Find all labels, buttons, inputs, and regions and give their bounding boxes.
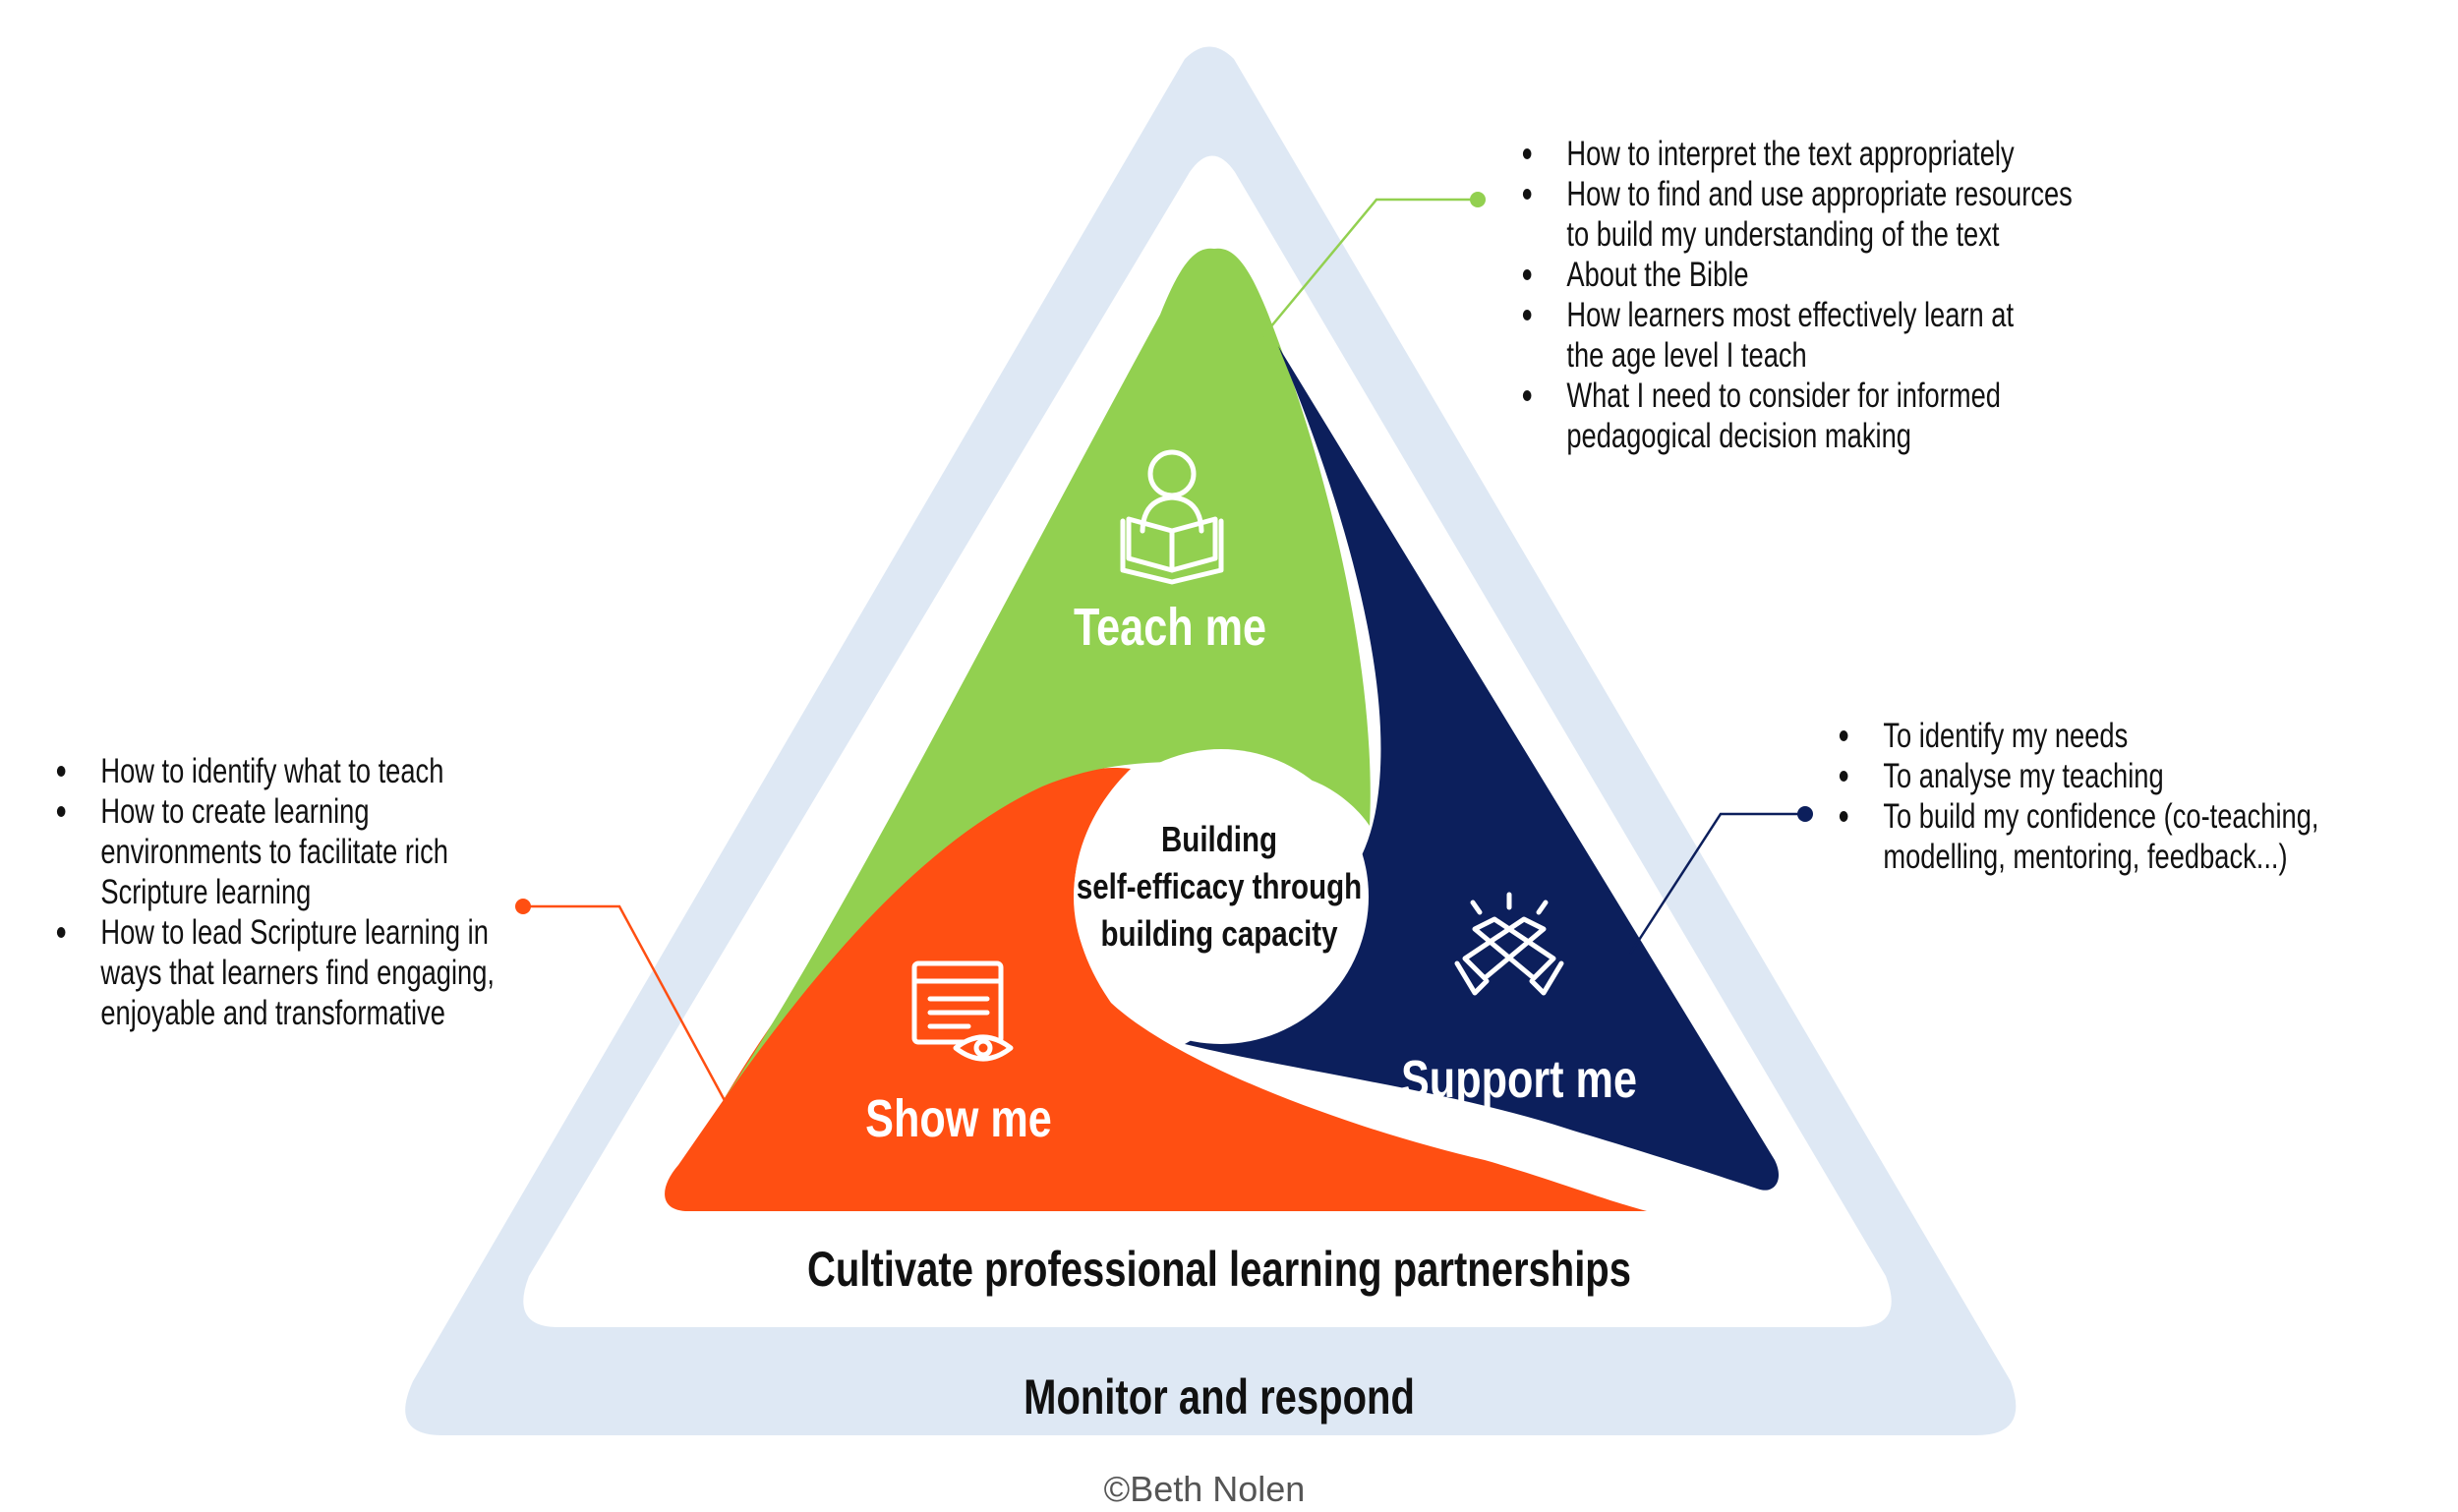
show-callout-list: How to identify what to teach How to cre… [53,751,495,1033]
teach-callout-item: How learners most effectively learn at t… [1519,295,2073,376]
person-reading-book-icon [1120,449,1224,585]
support-callout-item: To build my confidence (co-teaching, mod… [1836,796,2318,877]
teach-callout-item: About the Bible [1519,255,2073,295]
teach-me-label: Teach me [1073,598,1267,657]
handshake-clasp-icon [1454,892,1564,996]
show-callout-dot [515,899,531,914]
show-callout-line [523,904,730,1107]
teach-callout-item: What I need to consider for informed ped… [1519,376,2073,456]
support-callout-line [1628,812,1805,955]
teach-callout-dot [1470,192,1486,207]
teach-callout-item: How to interpret the text appropriately [1519,134,2073,174]
support-callout-dot [1797,806,1813,822]
partnership-band-label: Cultivate professional learning partners… [807,1242,1631,1297]
show-me-label: Show me [865,1089,1052,1148]
copyright-text: ©Beth Nolen [1103,1469,1306,1509]
show-callout-item: How to identify what to teach [53,751,495,791]
show-me-segment [665,767,1647,1211]
center-text-line-3: building capacity [1100,913,1338,954]
show-callout-item: How to create learning environments to f… [53,791,495,912]
show-callout-item: How to lead Scripture learning in ways t… [53,912,495,1033]
support-callout-list: To identify my needs To analyse my teach… [1836,716,2318,877]
teach-callout-line [1256,198,1478,345]
support-me-label: Support me [1400,1050,1638,1109]
support-callout-item: To analyse my teaching [1836,756,2318,796]
teach-callout-list: How to interpret the text appropriately … [1519,134,2073,456]
center-text-line-2: self-efficacy through [1076,866,1363,906]
monitor-band-label: Monitor and respond [1024,1369,1415,1425]
document-with-eye-icon [911,960,1014,1062]
teach-callout-item: How to find and use appropriate resource… [1519,174,2073,255]
center-circle [1074,749,1369,1044]
support-callout-item: To identify my needs [1836,716,2318,756]
teach-me-segment [723,248,1371,1101]
center-text-line-1: Building [1160,819,1278,859]
